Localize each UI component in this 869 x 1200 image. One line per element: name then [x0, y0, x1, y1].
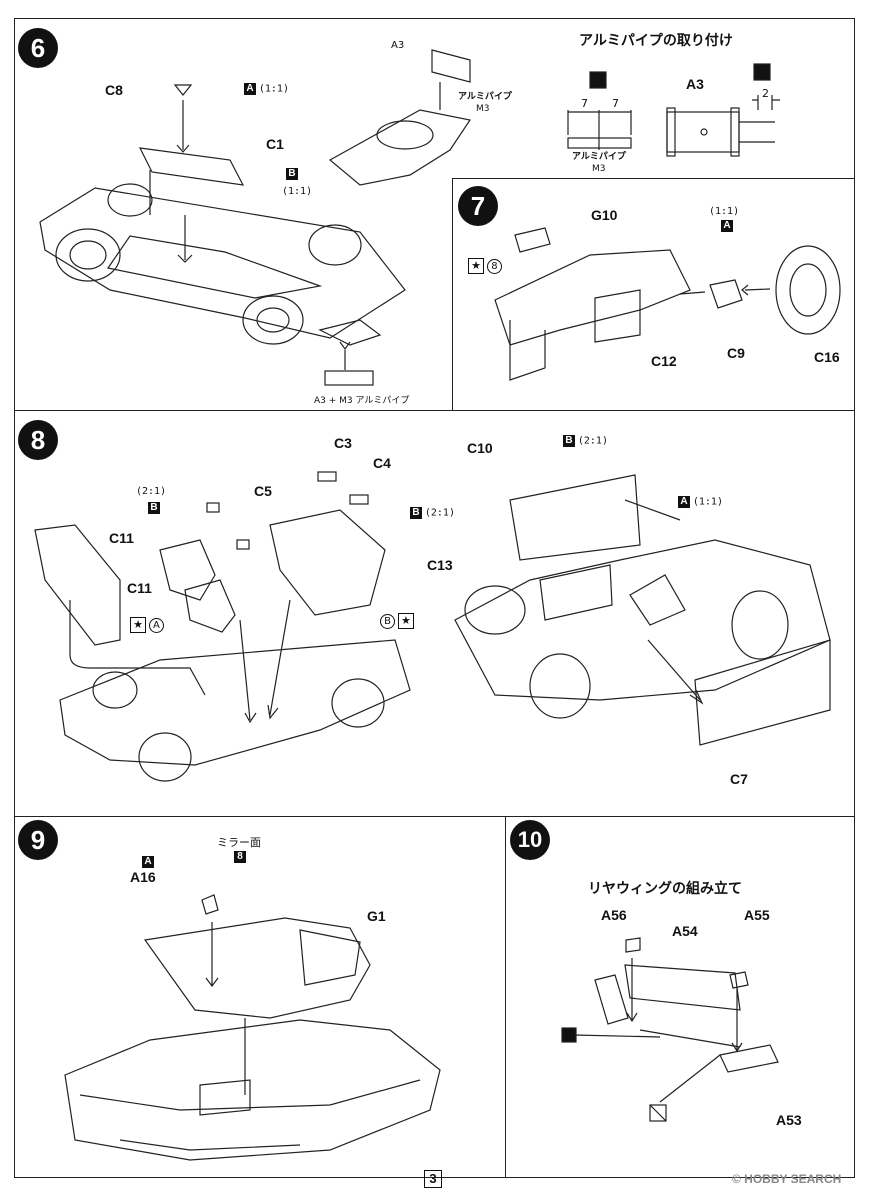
step10-number: 10: [510, 820, 550, 860]
part-label-a54: A54: [672, 923, 698, 939]
step9-number: 9: [18, 820, 58, 860]
dim-left: 7: [581, 97, 588, 110]
step10-heading: リヤウィングの組み立て: [588, 881, 742, 897]
step10-wing-illustration: [561, 937, 779, 1122]
step8-marker-a: A (1:1): [678, 496, 723, 508]
step7-ratio-a: (1:1): [709, 206, 740, 217]
aluminium-pipe-diagrams: [567, 63, 780, 157]
part-label-a3-top: A3: [391, 40, 405, 51]
step8-marker-b1: B: [148, 502, 160, 514]
ratio-b3: (2:1): [577, 435, 608, 447]
pipe-size-top: M3: [476, 104, 490, 114]
step6-chassis-illustration: [39, 49, 471, 386]
ratio-b: (1:1): [282, 186, 313, 197]
step7-number: 7: [458, 186, 498, 226]
mirror-decal: 8: [234, 851, 246, 863]
marker-a-icon: A: [244, 83, 256, 95]
step10-panel: [505, 816, 855, 1178]
part-label-g1: G1: [367, 908, 386, 924]
marker-b-icon: B: [286, 168, 298, 180]
part-label-c11-lower: C11: [127, 580, 152, 596]
step9-marker-a: A: [142, 856, 154, 868]
part-label-c10: C10: [467, 440, 493, 456]
ref-a-ring: A: [148, 617, 164, 633]
marker-b-icon: B: [563, 435, 575, 447]
marker-a-icon: A: [721, 220, 733, 232]
part-label-c4: C4: [373, 455, 391, 471]
marker-a-icon: A: [142, 856, 154, 868]
part-label-c3: C3: [334, 435, 352, 451]
part-label-c12: C12: [651, 353, 677, 369]
star-icon: ★: [397, 613, 414, 629]
step7-decal-ref: ★ 8: [468, 258, 502, 274]
diagram-pipe-label: アルミパイプ: [572, 152, 626, 162]
step8-ref-a: ★ A: [130, 617, 164, 633]
part-label-c16: C16: [814, 349, 840, 365]
star-icon: ★: [130, 617, 146, 633]
step8-number: 8: [18, 420, 58, 460]
part-label-c11-upper: C11: [109, 530, 134, 546]
step7-marker-a: A: [721, 220, 733, 232]
ratio-a: (1:1): [258, 83, 289, 95]
decal-8-icon: 8: [234, 851, 246, 863]
marker-a-icon: A: [678, 496, 690, 508]
ref-b-ring: B: [380, 613, 395, 629]
step8-marker-b2: B (2:1): [410, 507, 455, 519]
step9-body-illustration: [64, 894, 441, 1161]
part-label-a55: A55: [744, 907, 770, 923]
part-label-c5: C5: [254, 483, 272, 499]
step6-marker-a: A (1:1): [244, 83, 289, 95]
pipe-note: A3 + M3 アルミパイプ: [314, 396, 410, 406]
ratio-b2: (2:1): [424, 507, 455, 519]
dim-right: 7: [612, 97, 619, 110]
step7-dashboard-illustration: [494, 227, 841, 381]
diagram-a3-label: A3: [686, 76, 704, 92]
step6-marker-b: B: [286, 168, 298, 180]
decal-ref-8: 8: [486, 258, 502, 274]
watermark: © HOBBY SEARCH: [732, 1172, 842, 1186]
part-label-a56: A56: [601, 907, 627, 923]
marker-b-icon: B: [410, 507, 422, 519]
pipe-label-top: アルミパイプ: [458, 92, 512, 102]
part-label-a16: A16: [130, 869, 156, 885]
part-label-c8: C8: [105, 82, 123, 98]
step8-interior-assembly-right: [454, 474, 831, 746]
step8-ratio-b1: (2:1): [136, 486, 167, 497]
step8-seat-assembly-left: [34, 471, 411, 782]
mirror-label: ミラー面: [217, 836, 261, 849]
part-label-c9: C9: [727, 345, 745, 361]
step8-marker-b3: B (2:1): [563, 435, 608, 447]
ratio-a: (1:1): [692, 496, 723, 508]
marker-b-icon: B: [148, 502, 160, 514]
star-icon: ★: [468, 258, 484, 274]
dim-gap: 2: [762, 87, 769, 100]
step8-ref-b: B ★: [380, 613, 414, 629]
part-label-g10: G10: [591, 207, 618, 223]
step6-number: 6: [18, 28, 58, 68]
part-label-c1: C1: [266, 136, 284, 152]
step6-heading: アルミパイプの取り付け: [579, 33, 733, 49]
diagram-pipe-size: M3: [592, 164, 606, 174]
part-label-c13: C13: [427, 557, 453, 573]
part-label-c7: C7: [730, 771, 748, 787]
part-label-a53: A53: [776, 1112, 802, 1128]
page-number: 3: [424, 1170, 442, 1188]
